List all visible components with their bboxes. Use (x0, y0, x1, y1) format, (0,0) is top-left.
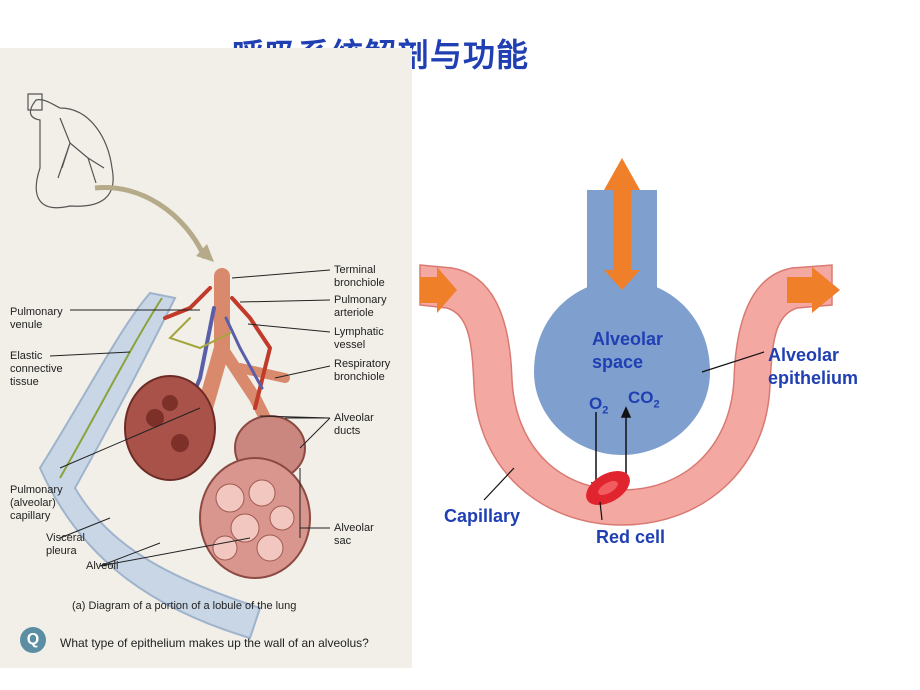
label-lymphatic-vessel: Lymphatic vessel (334, 326, 384, 351)
label-respiratory-bronchiole: Respiratory bronchiole (334, 358, 391, 383)
right-leader-lines (483, 351, 765, 521)
label-pulmonary-capillary: Pulmonary (alveolar) capillary (10, 484, 63, 522)
lung-outline-icon (27, 93, 114, 209)
label-alveoli: Alveoli (86, 560, 119, 572)
gas-exchange-diagram (419, 158, 840, 526)
label-elastic-tissue: Elastic connective tissue (10, 350, 63, 388)
label-alveolar-ducts: Alveolar ducts (334, 412, 374, 437)
label-pulmonary-arteriole: Pulmonary arteriole (334, 294, 387, 319)
alveolar-space-label: Alveolar space (592, 329, 664, 372)
red-cell-label: Red cell (596, 527, 666, 547)
label-alveolar-sac: Alveolar sac (334, 522, 374, 547)
question-icon: Q (20, 627, 46, 653)
pleura-band (38, 291, 262, 640)
leader-lines (49, 269, 331, 567)
alveolar-clusters (124, 375, 311, 579)
label-terminal-bronchiole: Terminal bronchiole (334, 264, 385, 289)
figure-question: What type of epithelium makes up the wal… (60, 636, 369, 650)
figure-caption: (a) Diagram of a portion of a lobule of … (72, 600, 297, 612)
o2-text: O (589, 394, 603, 413)
alveolar-epithelium-label: Alveolar epithelium (768, 345, 859, 388)
o2-subscript: 2 (602, 404, 609, 417)
lung-lobule-illustration (27, 93, 331, 640)
alveolar-sac (534, 280, 710, 455)
label-pulmonary-venule: Pulmonary venule (10, 306, 63, 331)
lung-lobule-figure: Terminal bronchiole Pulmonary arteriole … (0, 48, 412, 668)
airflow-arrows (420, 158, 840, 313)
capillary-label: Capillary (444, 506, 521, 526)
capillary-tube (419, 264, 833, 526)
co2-subscript: 2 (653, 398, 660, 411)
zoom-arrow (94, 184, 208, 260)
red-blood-cell (586, 470, 630, 506)
co2-label: CO2 (628, 388, 660, 410)
co2-text: CO (628, 388, 654, 407)
label-visceral-pleura: Visceral pleura (46, 532, 85, 557)
o2-label: O2 (589, 394, 608, 416)
